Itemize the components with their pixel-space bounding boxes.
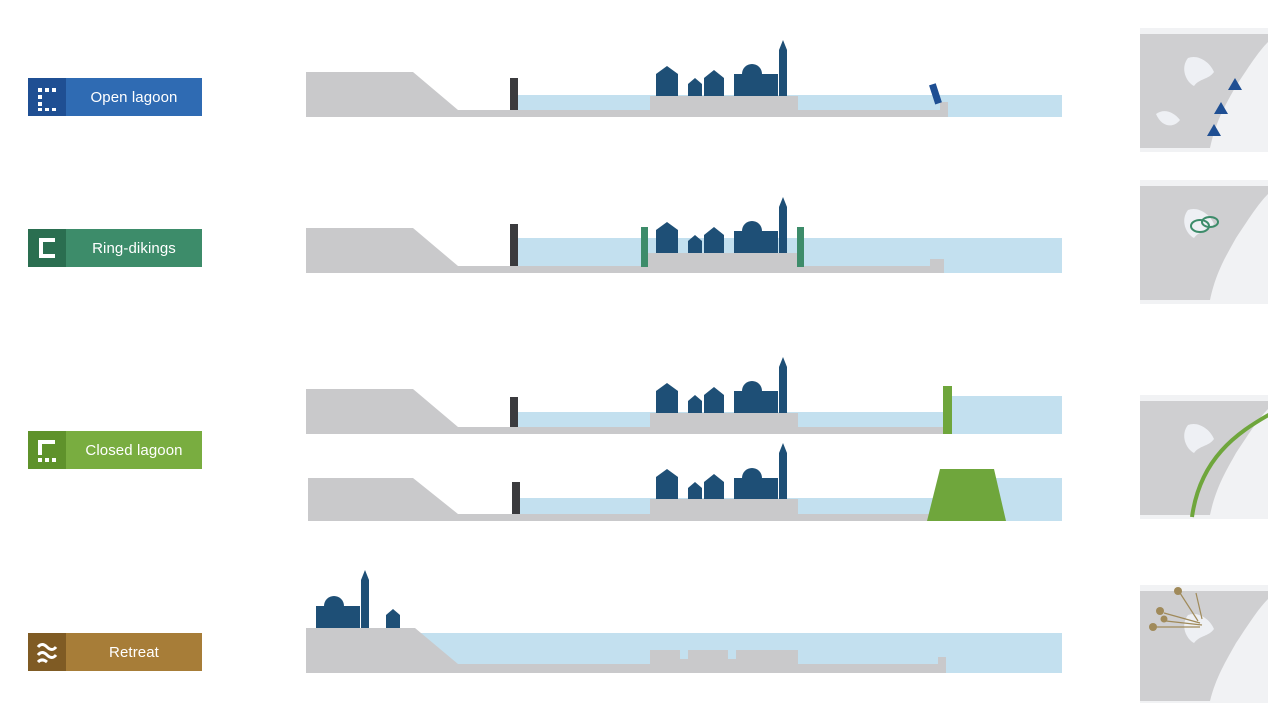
cross-section-open-lagoon	[306, 40, 1062, 117]
city-platform	[650, 413, 798, 427]
city-buildings	[656, 443, 787, 499]
relocation-arrows	[1156, 592, 1203, 628]
scenario-label-text: Open lagoon	[66, 78, 202, 116]
cross-section-closed-lagoon-dam	[308, 443, 1062, 521]
dashed-bracket-icon	[28, 78, 66, 116]
cross-section-retreat	[306, 570, 1062, 673]
city-platform	[645, 253, 803, 266]
partial-dashed-bracket-icon	[28, 431, 66, 469]
ring-dike-left	[641, 227, 648, 267]
map-open-lagoon	[1140, 28, 1268, 152]
scenario-label-text: Retreat	[66, 633, 202, 671]
lagoon-barrier	[510, 397, 518, 427]
city-buildings	[656, 357, 787, 413]
ring-dike-right	[797, 227, 804, 267]
closure-line	[1190, 412, 1268, 518]
waves-icon	[28, 633, 66, 671]
bracket-icon	[28, 229, 66, 267]
city-platform	[650, 96, 798, 110]
scenario-label-open-lagoon[interactable]: Open lagoon	[28, 78, 202, 116]
closure-wall	[943, 386, 952, 434]
city-platform	[650, 499, 798, 514]
map-markers	[1207, 78, 1242, 136]
map-ring-dikings	[1140, 180, 1268, 304]
lagoon-barrier	[512, 482, 520, 514]
lagoon-barrier	[510, 78, 518, 110]
city-buildings	[656, 197, 787, 253]
relocation-targets	[1149, 587, 1182, 631]
ground-profile	[306, 628, 946, 673]
closure-dam	[927, 469, 1006, 521]
scenario-label-ring-dikings[interactable]: Ring-dikings	[28, 229, 202, 267]
cross-section-ring-dikings	[306, 197, 1062, 273]
map-closed-lagoon	[1140, 395, 1268, 519]
ring-dike-markers	[1190, 216, 1219, 233]
ground-profile	[306, 228, 944, 273]
scenario-label-retreat[interactable]: Retreat	[28, 633, 202, 671]
ground-profile	[308, 478, 990, 521]
cross-section-closed-lagoon-wall	[306, 357, 1062, 434]
sea-water	[950, 396, 1062, 434]
ground-profile	[306, 72, 948, 117]
scenario-label-text: Ring-dikings	[66, 229, 202, 267]
scenario-label-text: Closed lagoon	[66, 431, 202, 469]
inlet-barrier	[929, 83, 942, 105]
map-retreat	[1140, 585, 1268, 703]
lagoon-barrier	[510, 224, 518, 266]
relocated-buildings	[316, 570, 400, 628]
ground-profile	[306, 389, 950, 434]
city-buildings	[656, 40, 787, 96]
scenario-label-closed-lagoon[interactable]: Closed lagoon	[28, 431, 202, 469]
